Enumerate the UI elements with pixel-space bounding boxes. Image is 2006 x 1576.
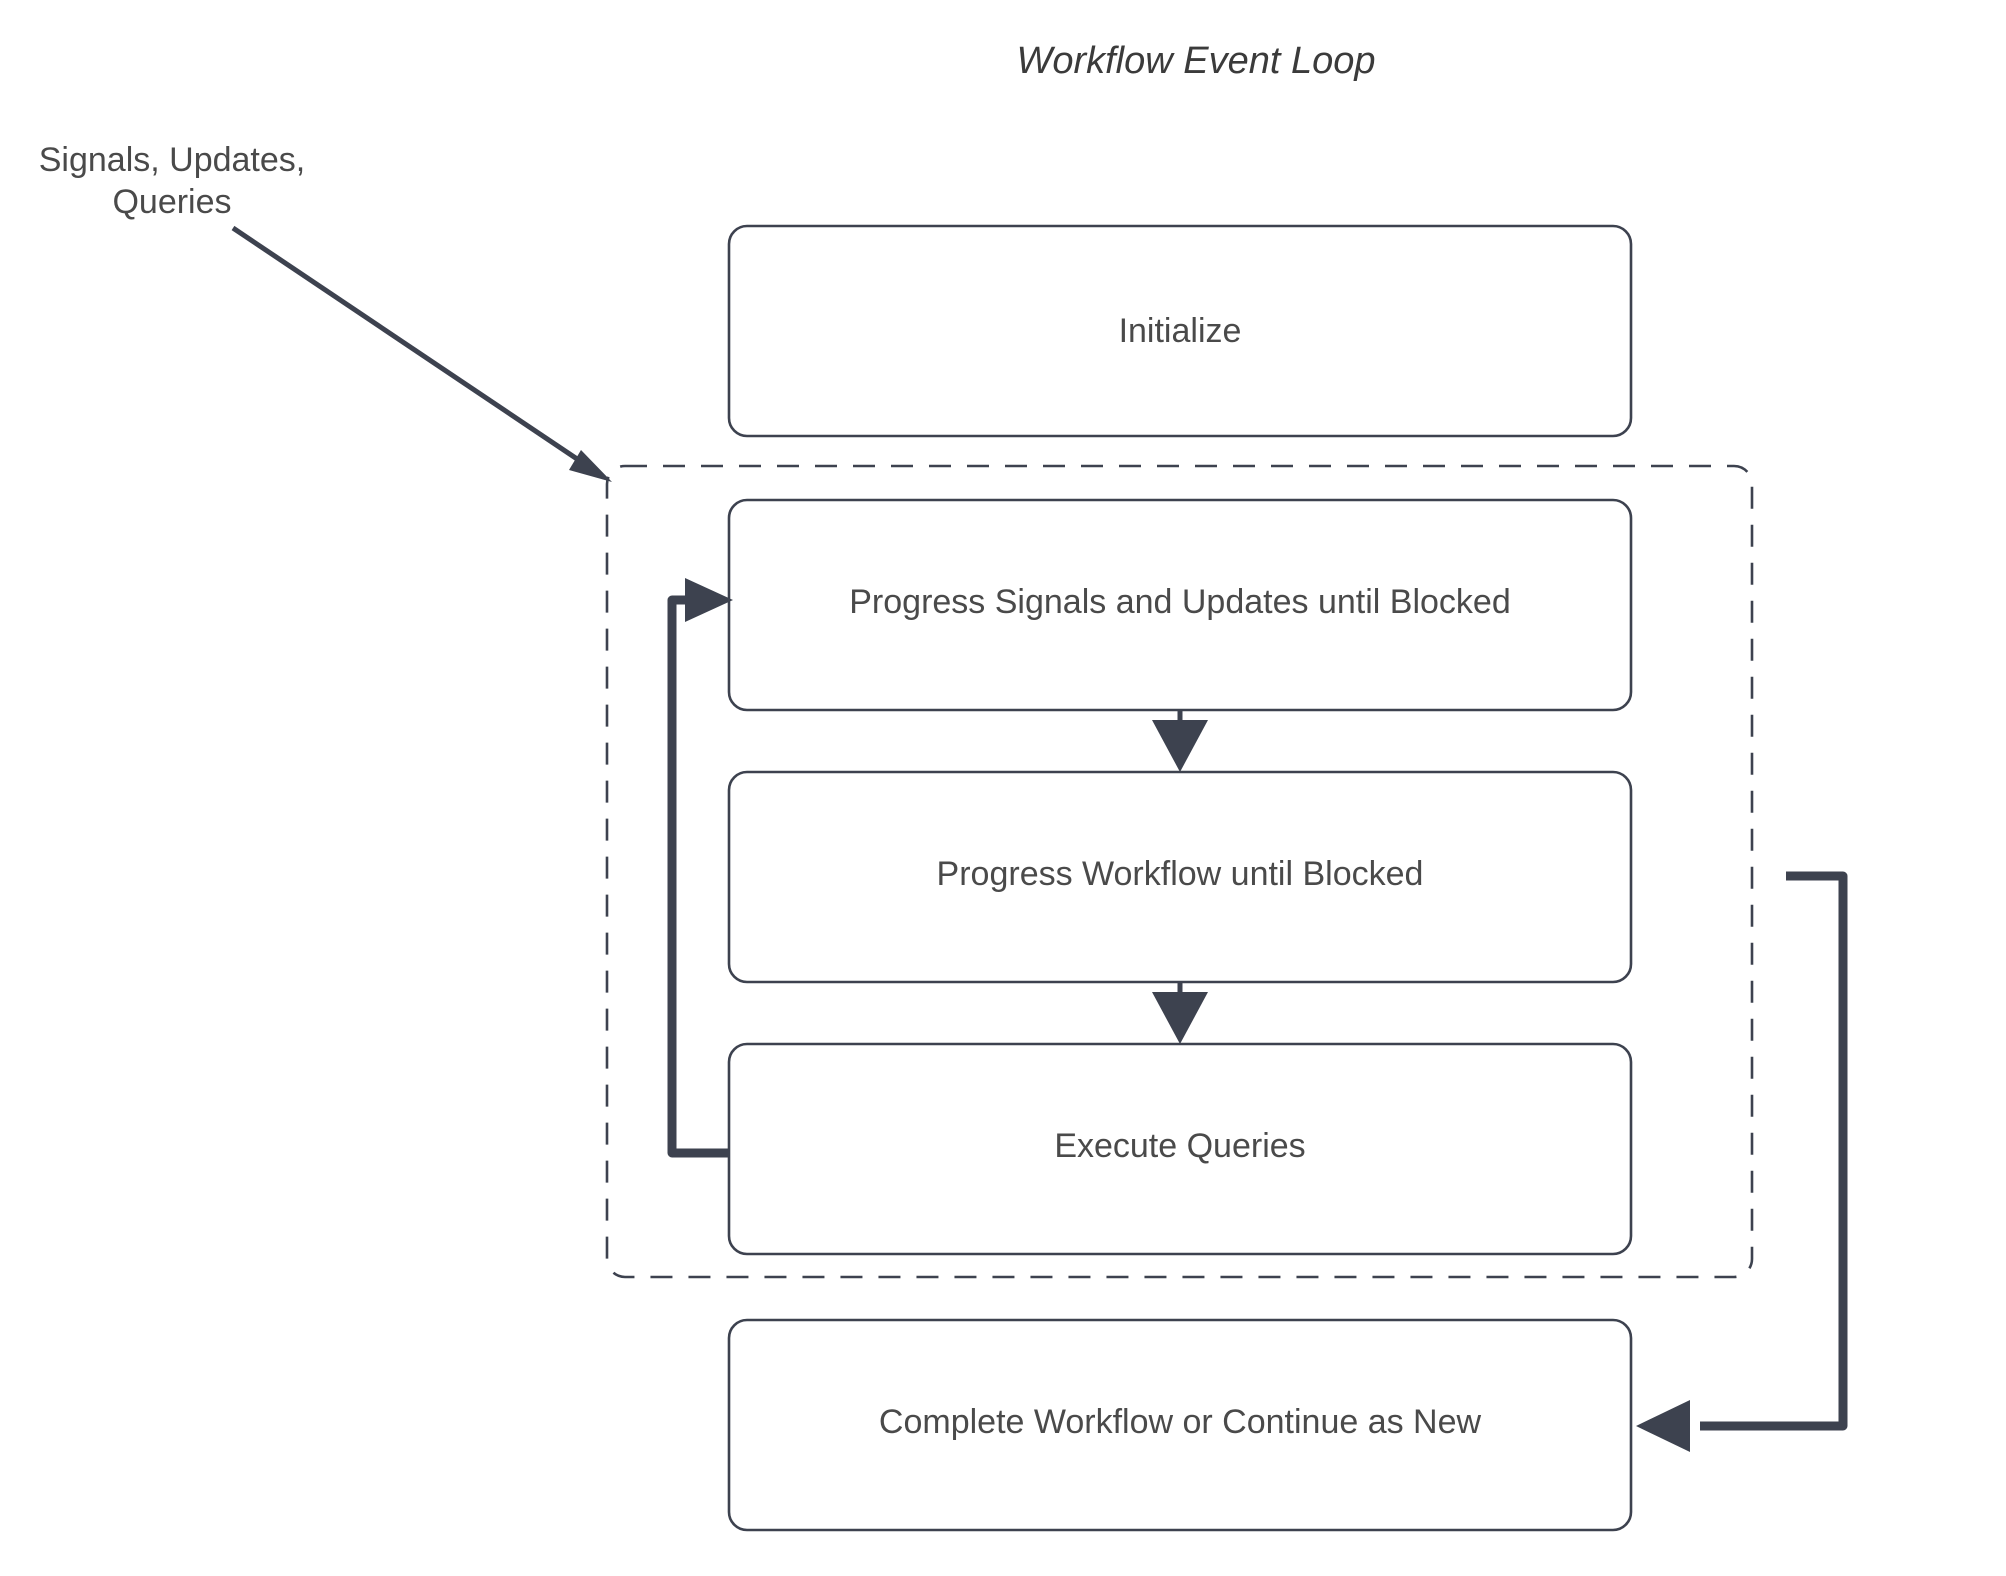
node-execute-queries[interactable]: Execute Queries	[727, 1042, 1633, 1256]
node-progress-signals[interactable]: Progress Signals and Updates until Block…	[727, 498, 1633, 712]
inbound-arrow	[231, 225, 612, 482]
event-loop-group-container	[605, 464, 1754, 1279]
node-execute-queries-label: Execute Queries	[1054, 1127, 1305, 1165]
arrow-signals-to-workflow	[1152, 711, 1208, 772]
loopout-arrow-to-complete-workflow	[1636, 871, 1848, 1452]
loopback-arrow-to-progress-signals	[667, 578, 733, 1158]
page-title: Workflow Event Loop	[1016, 40, 1375, 82]
node-progress-signals-label: Progress Signals and Updates until Block…	[849, 583, 1511, 621]
inbound-edge-label-line1: Signals, Updates,	[39, 141, 306, 179]
node-complete-workflow[interactable]: Complete Workflow or Continue as New	[727, 1318, 1633, 1532]
node-initialize-box	[727, 224, 1633, 438]
node-progress-workflow-box	[727, 770, 1633, 984]
inbound-edge-label-line2: Queries	[112, 183, 231, 221]
node-progress-workflow-label: Progress Workflow until Blocked	[937, 855, 1424, 893]
node-progress-workflow[interactable]: Progress Workflow until Blocked	[727, 770, 1633, 984]
node-initialize-label: Initialize	[1119, 312, 1242, 350]
arrow-workflow-to-queries	[1152, 983, 1208, 1044]
node-complete-workflow-box	[727, 1318, 1633, 1532]
node-initialize[interactable]: Initialize	[727, 224, 1633, 438]
node-complete-workflow-label: Complete Workflow or Continue as New	[879, 1403, 1482, 1441]
node-progress-signals-box	[727, 498, 1633, 712]
